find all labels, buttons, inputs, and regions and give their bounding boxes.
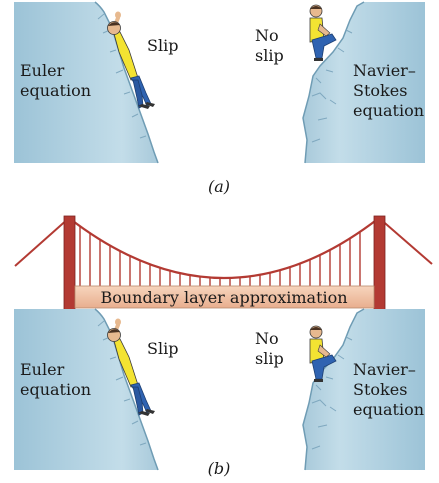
caption-a: (a) <box>208 177 230 196</box>
stokes-label-b: Stokes <box>353 380 407 399</box>
sliding-person <box>107 11 155 109</box>
equation-label: equation <box>20 81 91 100</box>
right-cliff <box>303 2 425 163</box>
sliding-person-b <box>107 318 155 416</box>
panel-b: Boundary layer approximation <box>14 215 433 478</box>
left-tower <box>63 215 76 311</box>
slip-label: Slip <box>147 36 178 55</box>
ns-equation-label-b: equation <box>353 400 424 419</box>
equation-label-b: equation <box>20 380 91 399</box>
right-tower <box>373 215 386 311</box>
main-cable <box>68 217 380 280</box>
left-cliff-b <box>14 309 158 470</box>
left-backstay <box>14 217 70 267</box>
euler-label: Euler <box>20 61 65 80</box>
no-label-b: No <box>255 329 279 348</box>
euler-label-b: Euler <box>20 360 65 379</box>
stokes-label: Stokes <box>353 81 407 100</box>
panel-a: Euler equation Slip No slip Navier– Stok… <box>14 1 425 196</box>
slip-word-label-b: slip <box>255 349 284 368</box>
slip-word-label: slip <box>255 46 284 65</box>
navier-label: Navier– <box>353 61 416 80</box>
right-cliff-b <box>303 309 425 470</box>
bridge-label: Boundary layer approximation <box>100 288 347 307</box>
sitting-person <box>309 4 337 61</box>
sitting-person-b <box>309 325 337 382</box>
ns-equation-label: equation <box>353 101 424 120</box>
slip-label-b: Slip <box>147 339 178 358</box>
caption-b: (b) <box>208 459 231 478</box>
right-backstay <box>378 217 433 265</box>
navier-label-b: Navier– <box>353 360 416 379</box>
left-cliff <box>14 2 158 163</box>
right-cliff-edge <box>302 1 365 164</box>
suspension-bridge: Boundary layer approximation <box>14 215 433 311</box>
left-cliff-edge <box>94 1 159 164</box>
no-label: No <box>255 26 279 45</box>
bridge-deck <box>74 285 375 309</box>
